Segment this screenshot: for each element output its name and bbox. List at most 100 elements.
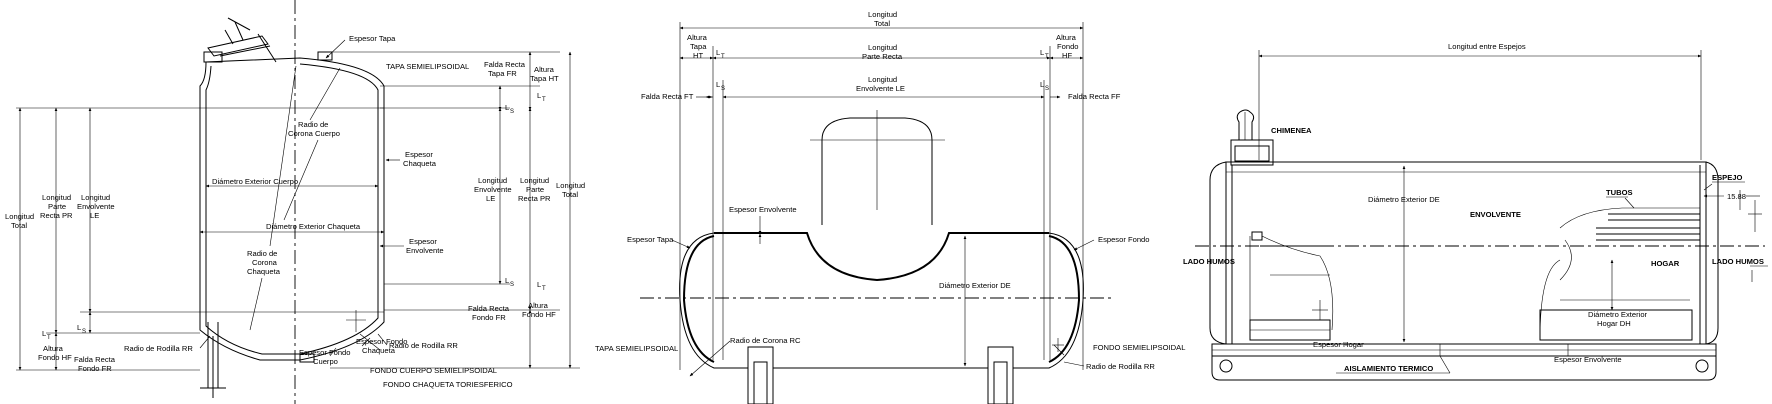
label-le-right-3: LE	[486, 194, 495, 203]
label-le-right-2: Envolvente	[474, 185, 512, 194]
label-falda-recta-tapa-1: Falda Recta	[484, 60, 526, 69]
label-falda-recta-tapa-2: Tapa FR	[488, 69, 517, 78]
manway-lid	[203, 17, 333, 63]
label-radio-corona-chaqueta-3: Chaqueta	[247, 267, 281, 276]
label-h-ls-sub-left: S	[721, 86, 725, 92]
svg-text:L: L	[1040, 80, 1044, 89]
label-espesor-hogar: Espesor Hogar	[1313, 340, 1364, 349]
label-chimenea: CHIMENEA	[1271, 126, 1312, 135]
label-altura-tapa-2: Tapa HT	[530, 74, 559, 83]
label-longitud-le-2: Envolvente	[77, 202, 115, 211]
label-longitud-pr-3: Recta PR	[40, 211, 73, 220]
svg-text:L: L	[505, 276, 509, 285]
label-falda-recta-fondo-r-1: Falda Recta	[468, 304, 510, 313]
label-tubos: TUBOS	[1606, 188, 1633, 197]
label-diametro-hogar-1: Diámetro Exterior	[1588, 310, 1648, 319]
boiler-panel: Longitud entre Espejos CHIMENEA Diámetro…	[1183, 42, 1768, 381]
label-radio-rodilla-right: Radio de Rodilla RR	[389, 341, 458, 350]
label-espesor-fondo-chaqueta-1: Espesor Fondo	[356, 337, 408, 346]
label-lt-sub-top: T	[542, 97, 546, 103]
label-radio-corona-cuerpo-2: Corona Cuerpo	[288, 129, 340, 138]
label-h-espesor-envolvente: Espesor Envolvente	[729, 205, 797, 214]
label-espesor-fondo-cuerpo-1: Espesor Fondo	[299, 348, 351, 357]
vertical-tank-panel: Espesor Tapa TAPA SEMIELIPSOIDAL Falda R…	[5, 0, 585, 404]
label-ls-sub-top: S	[510, 109, 514, 115]
label-longitud-le-1: Longitud	[81, 193, 110, 202]
label-altura-fondo-2: Fondo HF	[38, 353, 72, 362]
label-espesor-fondo-cuerpo-2: Cuerpo	[313, 357, 338, 366]
label-h-radio-corona: Radio de Corona RC	[730, 336, 801, 345]
label-fondo-cuerpo: FONDO CUERPO SEMIELIPSOIDAL	[370, 366, 497, 375]
label-altura-fondo-r-1: Altura	[528, 301, 549, 310]
label-h-espesor-tapa: Espesor Tapa	[627, 235, 674, 244]
label-h-longitud-le-1: Longitud	[868, 75, 897, 84]
label-h-altura-tapa-2: Tapa	[690, 42, 707, 51]
label-falda-recta-ft: Falda Recta FT	[641, 92, 694, 101]
label-h-longitud-total-1: Longitud	[868, 10, 897, 19]
label-h-altura-tapa-3: HT	[693, 51, 703, 60]
label-h-lt-sub-right: T	[1045, 54, 1049, 60]
label-espejo: ESPEJO	[1712, 173, 1742, 182]
label-lado-humos-right: LADO HUMOS	[1712, 257, 1764, 266]
label-pr-right-1: Longitud	[520, 176, 549, 185]
label-radio-corona-chaqueta-2: Corona	[252, 258, 278, 267]
label-espesor-envolvente-2: Envolvente	[406, 246, 444, 255]
label-boiler-espesor-envolvente: Espesor Envolvente	[1554, 355, 1622, 364]
label-lt-right-2: Total	[562, 190, 578, 199]
label-falda-recta-fondo-1: Falda Recta	[74, 355, 116, 364]
label-lado-humos-left: LADO HUMOS	[1183, 257, 1235, 266]
svg-text:L: L	[716, 48, 720, 57]
label-h-altura-fondo-3: HF	[1062, 51, 1072, 60]
label-longitud-total-1: Longitud	[5, 212, 34, 221]
label-lt-right-1: Longitud	[556, 181, 585, 190]
label-falda-recta-fondo-r-2: Fondo FR	[472, 313, 506, 322]
svg-text:L: L	[537, 280, 541, 289]
svg-text:L: L	[42, 329, 46, 338]
label-le-right-1: Longitud	[478, 176, 507, 185]
label-radio-rodilla-left: Radio de Rodilla RR	[124, 344, 193, 353]
label-diametro-hogar-2: Hogar DH	[1597, 319, 1631, 328]
svg-text:L: L	[537, 91, 541, 100]
label-pr-right-2: Parte	[526, 185, 544, 194]
label-h-diametro-exterior: Diámetro Exterior DE	[939, 281, 1011, 290]
label-longitud-le-3: LE	[90, 211, 99, 220]
label-lt-sub-bottom: T	[542, 286, 546, 292]
label-espesor-tapa: Espesor Tapa	[349, 34, 396, 43]
label-h-longitud-pr-1: Longitud	[868, 43, 897, 52]
label-h-ls-sub-right: S	[1045, 86, 1049, 92]
label-falda-recta-ff: Falda Recta FF	[1068, 92, 1121, 101]
label-h-espesor-fondo: Espesor Fondo	[1098, 235, 1150, 244]
label-longitud-total-2: Total	[11, 221, 27, 230]
label-espesor-fondo-chaqueta-2: Chaqueta	[362, 346, 396, 355]
label-lt-sub-left: T	[47, 335, 51, 341]
label-radio-corona-chaqueta-1: Radio de	[247, 249, 277, 258]
chimney	[1230, 109, 1274, 166]
label-pr-right-3: Recta PR	[518, 194, 551, 203]
label-ls-sub-left: S	[82, 329, 86, 335]
label-diametro-exterior-chaqueta: Diámetro Exterior Chaqueta	[266, 222, 361, 231]
label-h-longitud-pr-2: Parte Recta	[862, 52, 903, 61]
label-h-altura-fondo-1: Altura	[1056, 33, 1077, 42]
label-ls-sub-bottom: S	[510, 282, 514, 288]
svg-text:L: L	[716, 80, 720, 89]
label-h-radio-rodilla: Radio de Rodilla RR	[1086, 362, 1155, 371]
label-altura-fondo-r-2: Fondo HF	[522, 310, 556, 319]
tubes-bank	[1559, 207, 1700, 241]
label-h-longitud-le-2: Envolvente LE	[856, 84, 905, 93]
label-falda-recta-fondo-2: Fondo FR	[78, 364, 112, 373]
label-envolvente: ENVOLVENTE	[1470, 210, 1521, 219]
label-diametro-exterior-cuerpo: Diámetro Exterior Cuerpo	[212, 177, 298, 186]
label-h-altura-tapa-1: Altura	[687, 33, 708, 42]
label-tapa-semielipsoidal: TAPA SEMIELIPSOIDAL	[386, 62, 469, 71]
label-longitud-entre-espejos: Longitud entre Espejos	[1448, 42, 1526, 51]
svg-text:L: L	[505, 103, 509, 112]
label-h-fondo-semielipsoidal: FONDO SEMIELIPSOIDAL	[1093, 343, 1185, 352]
label-dimension-1588: 15.88	[1727, 192, 1746, 201]
label-espesor-chaqueta-2: Chaqueta	[403, 159, 437, 168]
label-longitud-pr-2: Parte	[48, 202, 66, 211]
label-radio-corona-cuerpo-1: Radio de	[298, 120, 328, 129]
label-h-lt-sub-left: T	[721, 54, 725, 60]
label-fondo-chaqueta: FONDO CHAQUETA TORIESFERICO	[383, 380, 513, 389]
svg-text:L: L	[77, 323, 81, 332]
